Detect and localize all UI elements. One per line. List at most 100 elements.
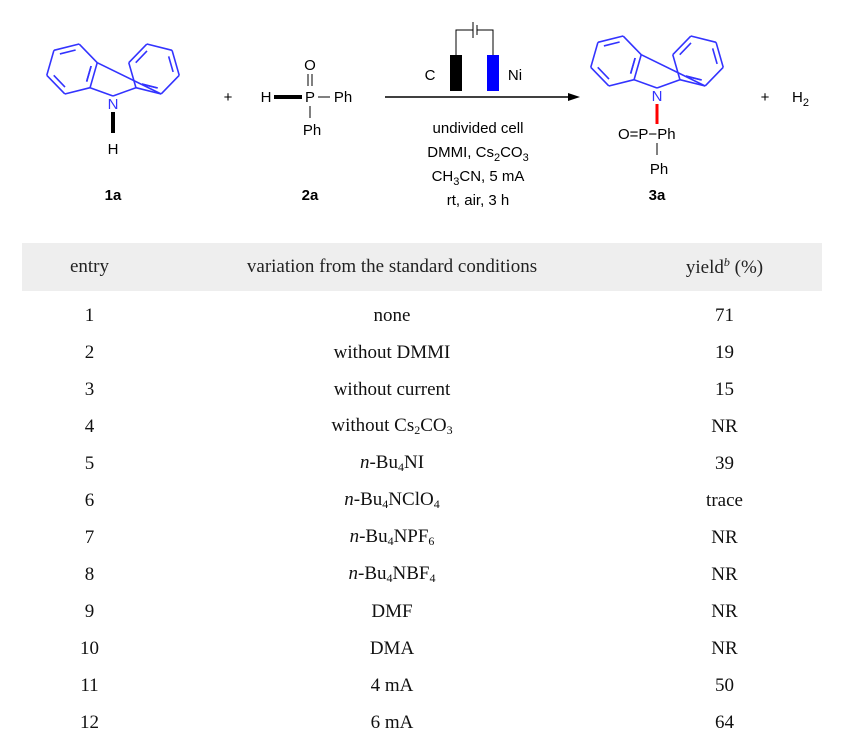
yield-cell: 50 <box>715 674 734 696</box>
bond <box>690 35 717 44</box>
nickel-cathode <box>487 55 499 91</box>
bond <box>128 62 137 88</box>
carbon-anode <box>450 55 462 91</box>
variation-cell: n-Bu4NBF4 <box>157 563 627 586</box>
variation-text: without Cs <box>331 415 415 436</box>
bond <box>715 42 724 68</box>
variation-cell: without DMMI <box>157 342 627 364</box>
bond <box>679 78 706 87</box>
variation-cell: DMA <box>157 638 627 660</box>
entry-cell: 9 <box>84 600 95 622</box>
variation-cell: 6 mA <box>157 712 627 734</box>
bond <box>53 74 66 88</box>
yield-cell: NR <box>711 637 738 659</box>
bond <box>135 50 148 64</box>
bond <box>633 54 642 80</box>
atom-n-1a: N <box>108 96 119 113</box>
entry-cell: 12 <box>80 711 99 733</box>
ph-2a-bottom: Ph <box>303 122 321 139</box>
variation-cell: n-Bu4NI <box>157 452 627 475</box>
bond <box>112 86 137 97</box>
entry-cell: 2 <box>84 341 95 363</box>
bond <box>590 42 599 68</box>
bond <box>171 50 180 76</box>
bond <box>135 86 162 95</box>
variation-text: none <box>373 304 411 326</box>
variation-text: n <box>344 489 354 510</box>
variation-text: 4 <box>433 497 440 511</box>
bond <box>64 86 91 95</box>
yield-cell: 71 <box>715 304 734 326</box>
bond <box>603 41 620 47</box>
bond <box>167 56 174 73</box>
header-yield: yieldb (%) <box>685 255 764 278</box>
variation-cell: without Cs2CO3 <box>157 415 627 438</box>
bond <box>704 66 724 87</box>
yield-cell: 15 <box>715 378 734 400</box>
bond <box>53 43 80 52</box>
entry-cell: 8 <box>84 563 95 585</box>
bond <box>78 43 98 64</box>
variation-text: DMA <box>369 637 415 659</box>
bond <box>597 35 624 44</box>
yield-cell: NR <box>711 415 738 437</box>
electrochemical-cell-icon <box>450 22 499 91</box>
table-row: 2 without DMMI 19 <box>22 334 822 371</box>
variation-text: 4 <box>386 571 393 585</box>
reaction-scheme: N H 1a + H P O Ph Ph 2a C Ni undivided c… <box>46 22 809 209</box>
cathode-label: Ni <box>508 67 522 84</box>
entry-cell: 11 <box>80 674 99 696</box>
entry-cell: 4 <box>84 415 95 437</box>
entry-cell: 3 <box>84 378 95 400</box>
entry-cell: 10 <box>80 637 99 659</box>
header-entry: entry <box>69 256 110 277</box>
variation-text: NBF <box>392 563 430 584</box>
bond <box>633 78 658 89</box>
anode-label: C <box>425 67 436 84</box>
variation-text: without DMMI <box>333 341 451 363</box>
variation-text: NClO <box>388 489 434 510</box>
ph-3a: Ph <box>650 161 668 178</box>
variation-text: NI <box>403 452 425 473</box>
bond <box>679 42 692 56</box>
yield-cell: NR <box>711 600 738 622</box>
variation-text: 4 <box>387 534 394 548</box>
variation-text: -Bu <box>358 563 387 584</box>
phosphoryl-3a: O=P−Ph <box>618 126 676 143</box>
atom-o-2a: O <box>304 57 316 74</box>
table-row: 11 4 mA 50 <box>22 667 822 704</box>
bond <box>46 74 66 95</box>
variation-cell: n-Bu4NPF6 <box>157 526 627 549</box>
variation-cell: none <box>157 305 627 327</box>
bond <box>608 78 635 87</box>
yield-cell: 19 <box>715 341 734 363</box>
condition-line-2: DMMI, Cs2CO3 <box>427 144 528 164</box>
yield-cell: trace <box>706 489 743 511</box>
variation-cell: 4 mA <box>157 675 627 697</box>
variation-text: n <box>349 526 360 547</box>
variation-text: 6 mA <box>370 711 414 733</box>
atom-n-3a: N <box>652 88 663 105</box>
hydrogen-gas: H2 <box>792 89 809 109</box>
bond <box>629 57 636 74</box>
table-row: 10 DMA NR <box>22 630 822 667</box>
header-variation: variation from the standard conditions <box>246 256 538 277</box>
entry-cell: 5 <box>84 452 95 474</box>
label-2a: 2a <box>302 187 319 204</box>
entry-cell: 6 <box>84 489 95 511</box>
atom-h-2a: H <box>261 89 272 106</box>
label-1a: 1a <box>105 187 122 204</box>
yield-cell: 64 <box>715 711 734 733</box>
variation-cell: without current <box>157 379 627 401</box>
optimization-table: entry variation from the standard condit… <box>22 243 822 741</box>
table-row: 9 DMF NR <box>22 593 822 630</box>
variation-cell: DMF <box>157 601 627 623</box>
bond <box>85 65 92 82</box>
variation-text: 4 <box>429 571 436 585</box>
variation-text: 4 <box>382 497 389 511</box>
carbazole-1a-structure <box>46 43 180 97</box>
variation-text: -Bu <box>369 452 398 473</box>
bond <box>46 50 55 76</box>
